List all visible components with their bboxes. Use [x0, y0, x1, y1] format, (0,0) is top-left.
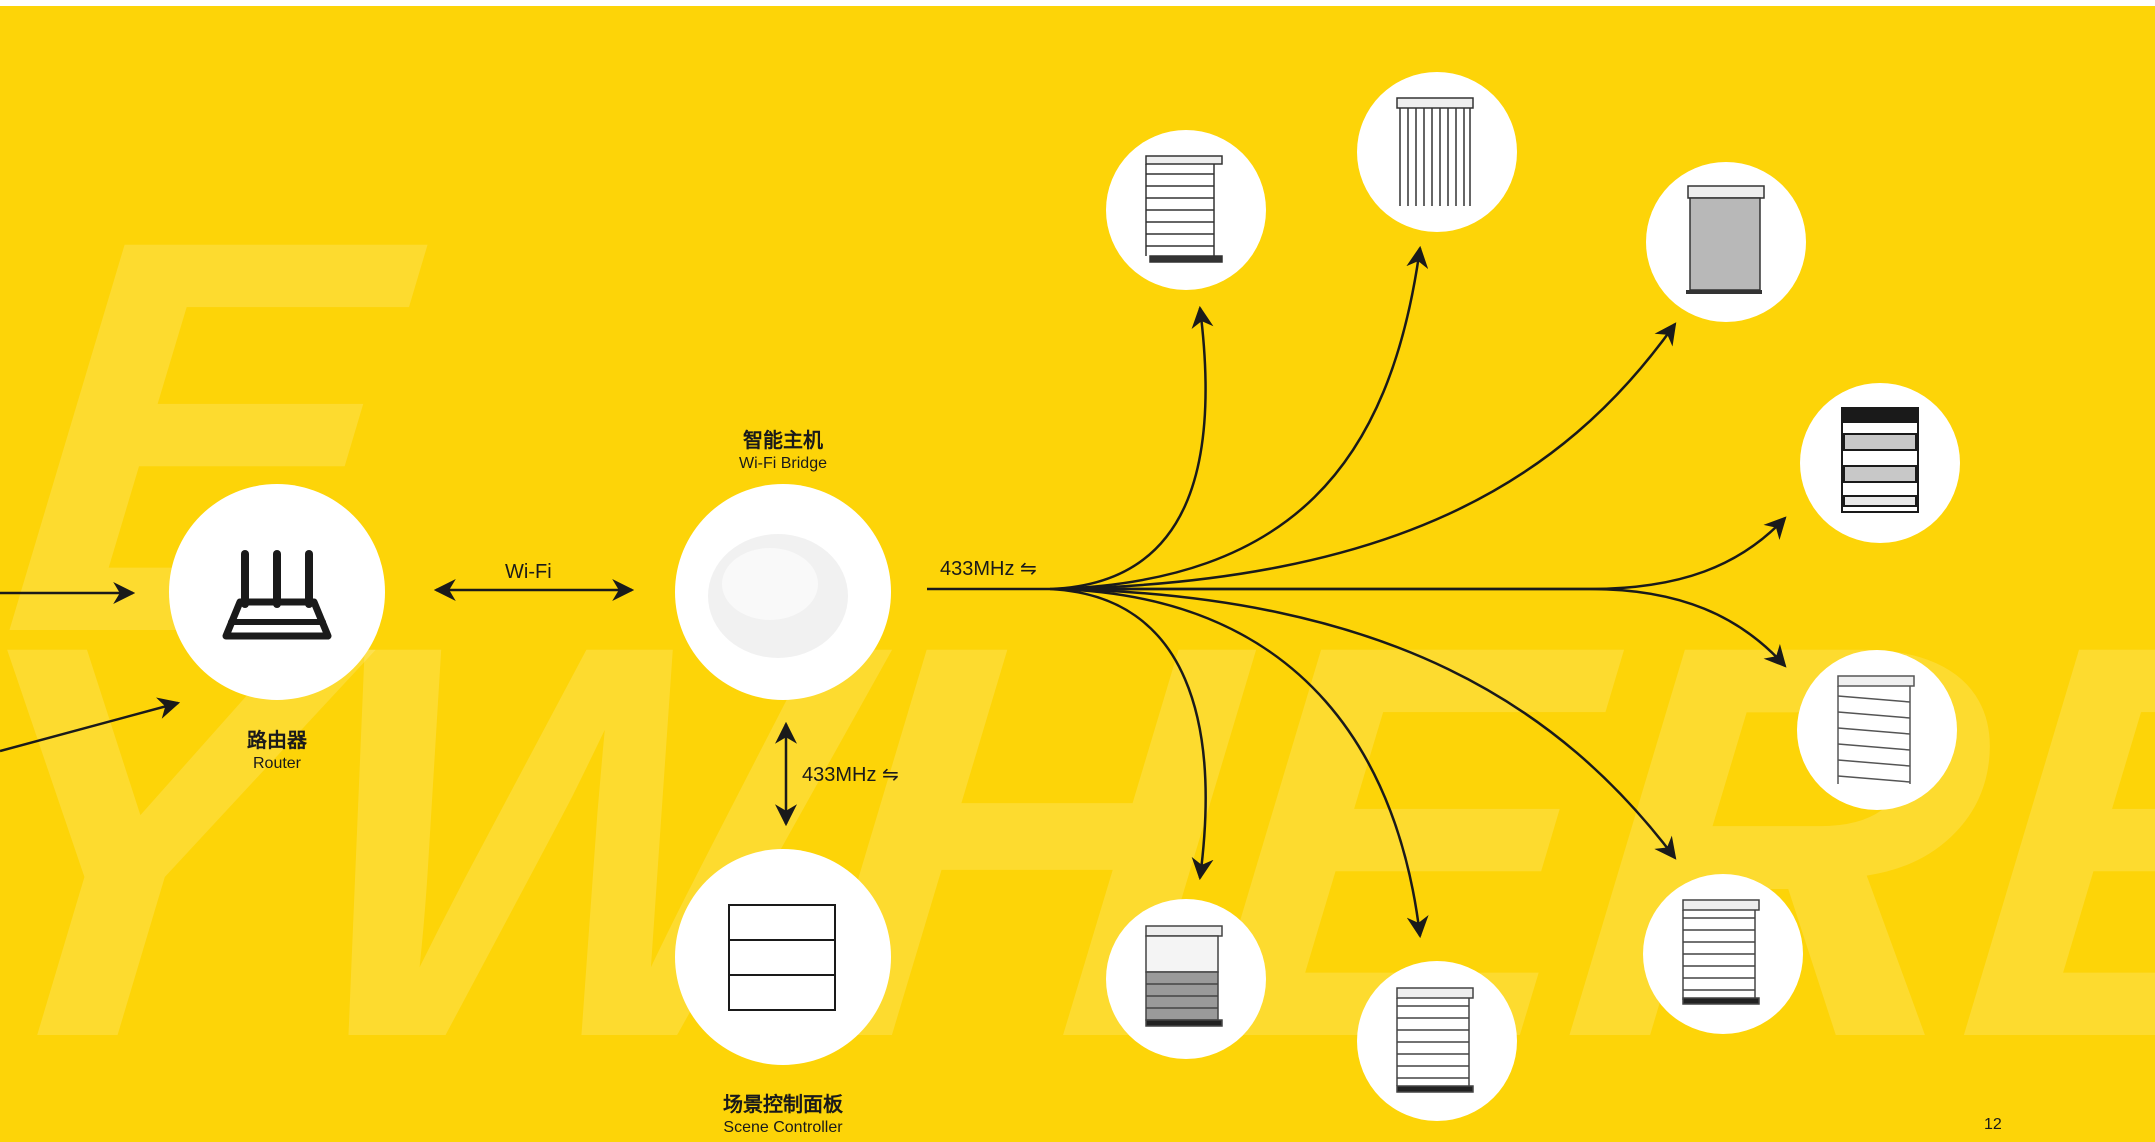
- incoming-arrow-2: [0, 697, 181, 753]
- branch-8: [1049, 587, 1214, 881]
- blind-node-8: [1106, 899, 1266, 1059]
- controller-label-zh: 场景控制面板: [723, 1092, 843, 1116]
- branch-5: [1065, 587, 1787, 668]
- controller-label-en: Scene Controller: [723, 1119, 843, 1136]
- blind-node-5: [1797, 650, 1957, 810]
- page-background: E YWHERE: [0, 6, 2155, 1142]
- bridge-label-zh: 智能主机: [743, 428, 823, 452]
- router-label-zh: 路由器: [247, 728, 307, 752]
- blind-node-6: [1643, 874, 1803, 1034]
- wifi-link-label: Wi-Fi: [505, 561, 552, 583]
- router-label: 路由器 Router: [197, 724, 357, 773]
- branch-1: [1049, 305, 1214, 591]
- blind-node-3: [1646, 162, 1806, 322]
- router-label-en: Router: [252, 755, 302, 772]
- bridge-label-en: Wi-Fi Bridge: [738, 455, 827, 472]
- blind-node-7: [1357, 961, 1517, 1121]
- branch-7: [1054, 587, 1429, 939]
- bridge-label: 智能主机 Wi-Fi Bridge: [683, 424, 883, 473]
- rf-branches: [927, 245, 1787, 939]
- blind-node-2: [1357, 72, 1517, 232]
- network-diagram: [0, 72, 1960, 1121]
- blind-node-4: [1800, 383, 1960, 543]
- wifi-bridge-device-icon: [708, 534, 848, 658]
- branch-6: [1059, 587, 1677, 860]
- blind-node-1: [1106, 130, 1266, 290]
- branch-2: [1054, 245, 1429, 591]
- router-icon: [222, 550, 332, 640]
- page-number: 12: [1984, 1116, 2002, 1133]
- scene-controller-icon: [728, 904, 836, 1011]
- controller-label: 场景控制面板 Scene Controller: [663, 1088, 903, 1137]
- rf-bridge-link-label: 433MHz ⇋: [940, 558, 1037, 580]
- rf-controller-link-label: 433MHz ⇋: [802, 764, 899, 786]
- branch-3: [1059, 322, 1677, 591]
